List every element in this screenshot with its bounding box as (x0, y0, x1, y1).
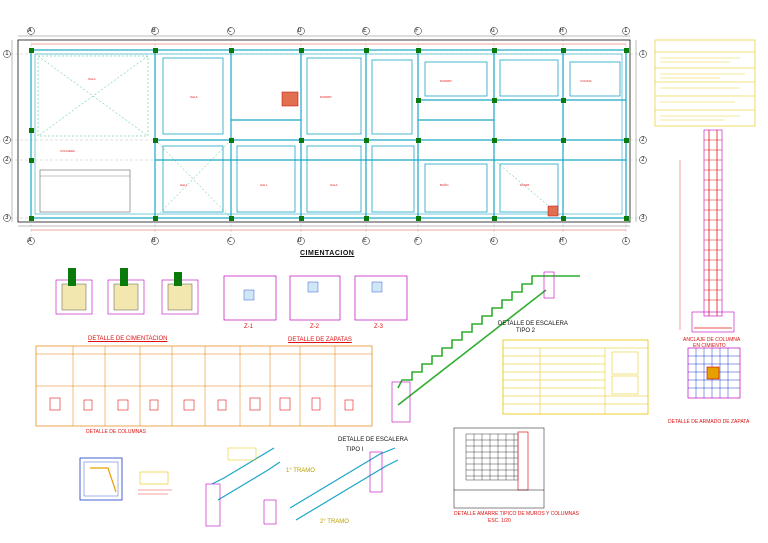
axis-label-e: E (363, 27, 367, 34)
axis-label-c-bottom: C (228, 237, 232, 244)
axis-label-1: 1 (5, 50, 9, 57)
axis-label-d: D (298, 27, 302, 34)
axis-label-g: G (491, 27, 495, 34)
anclaje-subtitle: EN CIMIENTO (693, 343, 726, 349)
segundo-tramo-label: 2° TRAMO (320, 519, 349, 525)
svg-text:SALA: SALA (190, 95, 198, 99)
axis-label-h: H (560, 27, 564, 34)
escalera-tipo1-title: DETALLE DE ESCALERA (338, 437, 408, 443)
amarre-scale: ESC. 1/20 (488, 518, 511, 524)
axis-label-2b-right: 2 (641, 156, 645, 163)
zapata-label-z2: Z-2 (310, 324, 319, 330)
axis-label-2b: 2 (5, 156, 9, 163)
svg-text:DORMIT.: DORMIT. (440, 79, 452, 83)
zapata-label-z3: Z-3 (374, 324, 383, 330)
svg-text:COCHERA: COCHERA (60, 149, 75, 153)
axis-label-2a: 2 (5, 136, 9, 143)
axis-label-h-bottom: H (560, 237, 564, 244)
axis-label-2a-right: 2 (641, 136, 645, 143)
svg-text:SALA: SALA (330, 183, 338, 187)
plan-title: CIMENTACION (300, 250, 355, 257)
axis-label-e-bottom: E (363, 237, 367, 244)
axis-label-3: 3 (5, 214, 9, 221)
detalle-zapatas-title: DETALLE DE ZAPATAS (288, 337, 352, 343)
svg-text:DORM.: DORM. (520, 183, 530, 187)
svg-text:HALL: HALL (180, 183, 188, 187)
amarre-title: DETALLE AMARRE TIPICO DE MUROS Y COLUMNA… (454, 511, 579, 517)
primer-tramo-label: 1° TRAMO (286, 468, 315, 474)
axis-label-c: C (228, 27, 232, 34)
svg-text:SALA: SALA (88, 77, 96, 81)
escalera-tipo2-subtitle: TIPO 2 (516, 328, 536, 334)
svg-text:DORMIT.: DORMIT. (320, 95, 332, 99)
axis-label-1-right: 1 (641, 50, 645, 57)
axis-label-g-bottom: G (491, 237, 495, 244)
axis-label-f: F (415, 27, 419, 34)
axis-label-i: I (624, 27, 628, 34)
axis-label-b-bottom: B (152, 237, 156, 244)
axis-label-a-bottom: A (28, 237, 32, 244)
detalle-cimentacion-title: DETALLE DE CIMENTACION (88, 336, 168, 342)
zapata-label-z1: Z-1 (244, 324, 253, 330)
anclaje-title: ANCLAJE DE COLUMNA (683, 337, 741, 343)
axis-label-i-bottom: I (624, 237, 628, 244)
escalera-tipo2-title: DETALLE DE ESCALERA (498, 321, 568, 327)
axis-label-a: A (28, 27, 32, 34)
escalera-tipo1-subtitle: TIPO I (346, 447, 364, 453)
svg-text:BAÑO: BAÑO (440, 182, 449, 187)
armado-zapata-title: DETALLE DE ARMADO DE ZAPATA (668, 419, 750, 425)
detalle-columnas-title: DETALLE DE COLUMNAS (86, 429, 146, 435)
axis-label-d-bottom: D (298, 237, 302, 244)
svg-text:HALL: HALL (260, 183, 268, 187)
svg-text:COCINA: COCINA (580, 79, 592, 83)
axis-label-b: B (152, 27, 156, 34)
axis-label-f-bottom: F (415, 237, 419, 244)
axis-label-3-right: 3 (641, 214, 645, 221)
